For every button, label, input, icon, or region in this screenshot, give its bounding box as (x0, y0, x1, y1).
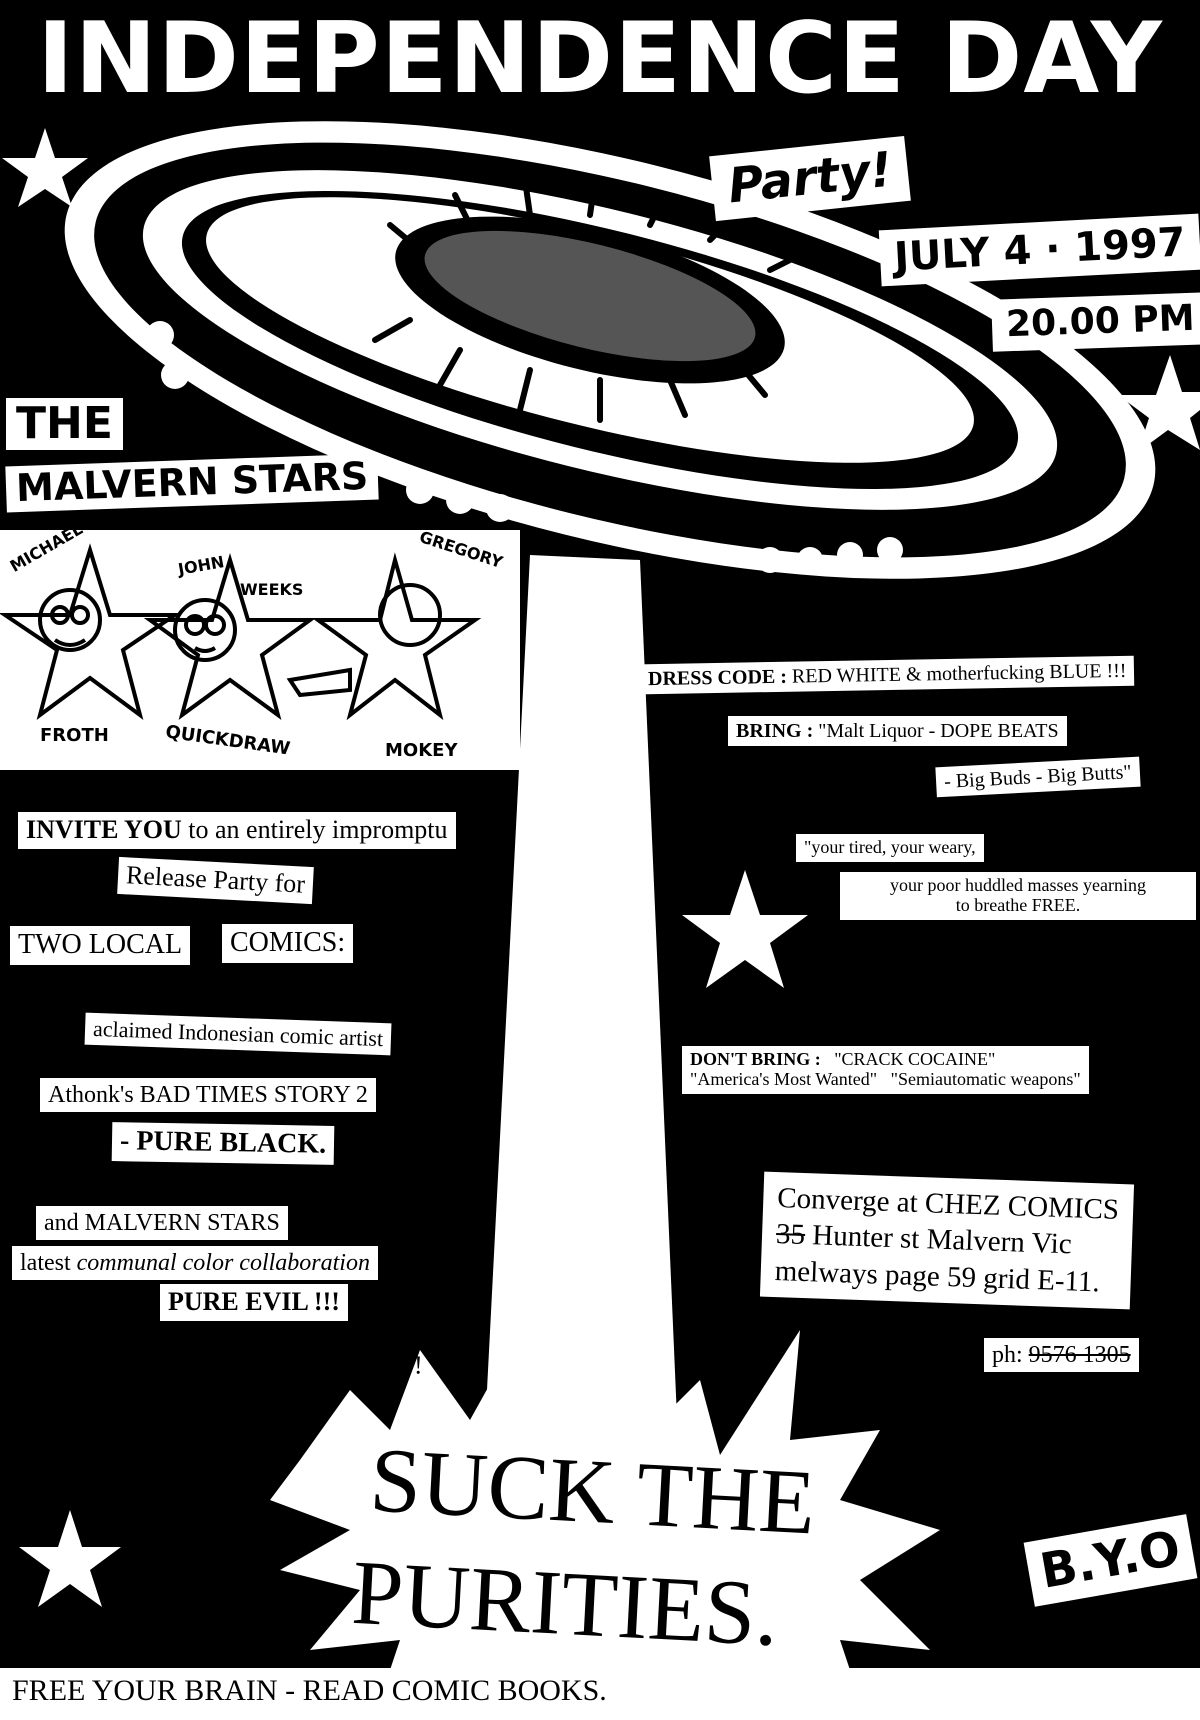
star-icon (2, 128, 88, 207)
band-the: THE (6, 398, 123, 451)
phone-line: ph: 9576 1305 (984, 1338, 1139, 1373)
bring-item-1: "Malt Liquor - DOPE BEATS (818, 720, 1059, 742)
phone-number-struck: 9576 1305 (1028, 1342, 1131, 1368)
member-star-icon (311, 552, 482, 721)
comic2-line2: latest communal color collaboration (12, 1246, 378, 1281)
poster-title: INDEPENDENCE DAY (37, 2, 1163, 116)
member-3-nick: MOKEY (385, 740, 458, 761)
member-face-icon (378, 583, 442, 647)
bring-line3: "your tired, your weary, (796, 834, 984, 862)
member-face-icon (173, 598, 237, 662)
bring-line1: BRING : "Malt Liquor - DOPE BEATS (728, 716, 1067, 746)
dont-bring-label: DON'T BRING : (690, 1049, 821, 1069)
dress-code-label: DRESS CODE : (647, 665, 788, 691)
headline-line2: PURITIES. (349, 1540, 782, 1666)
star-icon (682, 870, 808, 988)
invite-line: INVITE YOU to an entirely impromptu (18, 812, 456, 849)
bring-line5-text: to breathe FREE. (955, 894, 1081, 915)
comic2-line2-plain: latest (20, 1250, 71, 1276)
burst-shape (270, 1330, 940, 1720)
star-icon (1118, 355, 1200, 452)
dont-bring: DON'T BRING : "CRACK COCAINE" "America's… (682, 1046, 1089, 1094)
venue-block: Converge at CHEZ COMICS 35 Hunter st Mal… (759, 1171, 1134, 1310)
comic2-line2-italic: communal color collaboration (76, 1250, 370, 1276)
bring-label: BRING : (736, 720, 814, 742)
member-face-icon (38, 588, 102, 652)
two-local-label: TWO LOCAL (10, 926, 191, 965)
members-drawing (0, 543, 482, 721)
dont-bring-item-2: "America's Most Wanted" (690, 1068, 878, 1089)
dont-bring-item-3: "Semiautomatic weapons" (890, 1068, 1081, 1089)
venue-street: Hunter st Malvern Vic (811, 1219, 1073, 1261)
dont-bring-item-1: "CRACK COCAINE" (834, 1049, 996, 1069)
comics-label: COMICS: (222, 924, 354, 963)
comic1-line2: Athonk's BAD TIMES STORY 2 (40, 1078, 376, 1113)
footer-strip (0, 1668, 1200, 1720)
member-star-icon (143, 553, 317, 720)
invite-rest: to an entirely impromptu (188, 815, 448, 844)
member-2-surname: WEEKS (240, 580, 304, 599)
time-label: 20.00 PM (991, 292, 1200, 352)
comic2-line3: PURE EVIL !!! (160, 1284, 348, 1321)
venue-street-number-struck: 35 (775, 1218, 806, 1252)
comic2-line1: and MALVERN STARS (36, 1206, 288, 1241)
invite-bold: INVITE YOU (26, 815, 182, 844)
member-1-nick: FROTH (40, 725, 109, 746)
saucer-icon (64, 121, 1156, 579)
bring-line4: your poor huddled masses yearning to bre… (840, 872, 1196, 920)
bring-line4-text: your poor huddled masses yearning (890, 875, 1146, 895)
footer-slogan: FREE YOUR BRAIN - READ COMIC BOOKS. (12, 1674, 607, 1707)
phone-label: ph: (992, 1342, 1023, 1368)
dress-code-value: RED WHITE & motherfucking BLUE !!! (791, 659, 1127, 688)
star-icon (19, 1510, 121, 1607)
member-star-icon (0, 543, 182, 720)
members-illustration: MICHAEL FROTH JOHN WEEKS QUICKDRAW GREGO… (0, 519, 520, 770)
plus-poster-art: plus SEE ATHONK'S POSTER ART ! (21, 1343, 423, 1380)
comic1-line3: - PURE BLACK. (111, 1122, 335, 1165)
